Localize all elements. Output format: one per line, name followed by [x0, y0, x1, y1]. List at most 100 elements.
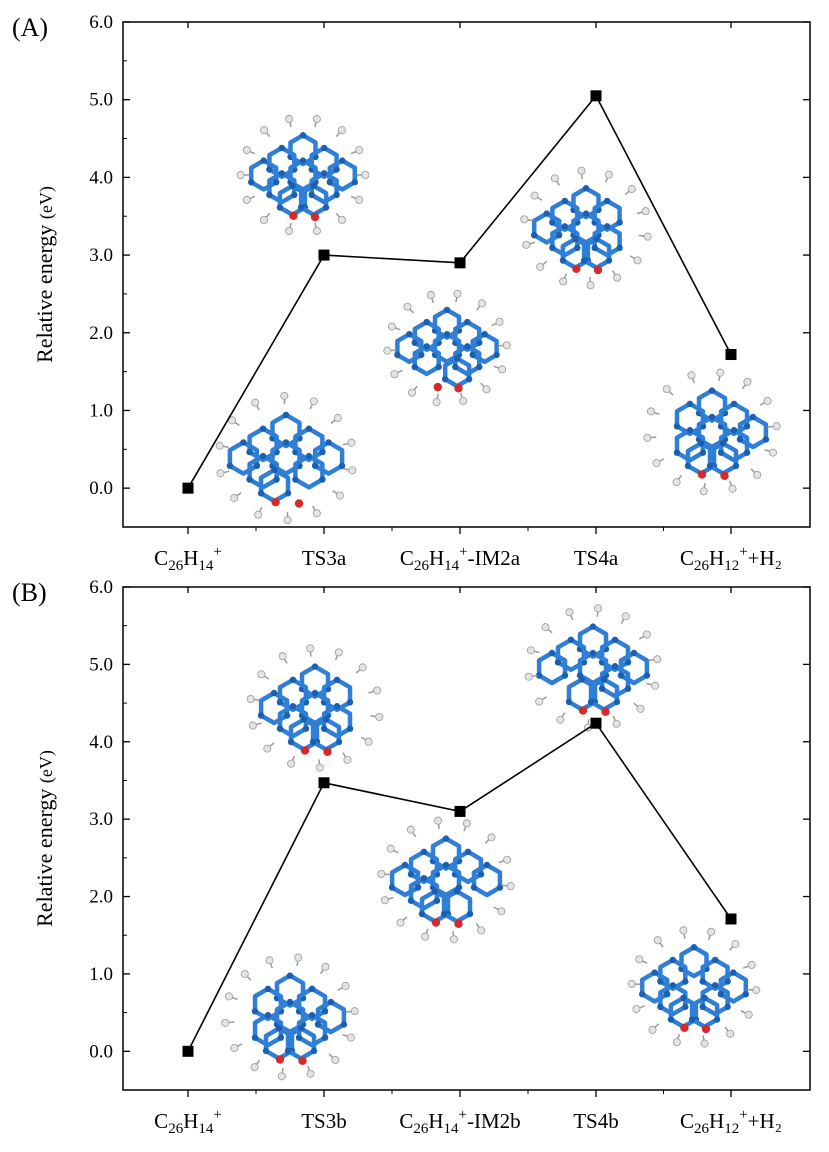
- carbon-atom: [630, 649, 638, 657]
- panel-label: (B): [12, 578, 47, 607]
- carbon-atom: [465, 375, 473, 383]
- hydrogen-atom: [242, 195, 251, 204]
- carbon-ring: [288, 133, 318, 167]
- carbon-atom: [736, 436, 744, 443]
- carbon-atom: [289, 182, 296, 190]
- hydrogen-atom: [772, 422, 781, 431]
- category-label-part: -IM2a: [468, 546, 521, 570]
- hydrogen-atom: [672, 478, 681, 487]
- carbon-atom: [248, 179, 255, 186]
- hydrogen-atom: [236, 170, 245, 179]
- carbon-atom: [442, 835, 450, 842]
- hydrogen-atom: [627, 185, 636, 194]
- carbon-atom: [335, 738, 343, 746]
- data-point: [318, 777, 330, 789]
- molecule-structure-icon: [383, 289, 511, 407]
- carbon-atom: [616, 219, 623, 226]
- hydrogen-atom: [530, 191, 539, 200]
- hydrogen-atom: [700, 1039, 709, 1048]
- carbon-ring: [470, 331, 499, 365]
- carbon-ring: [639, 970, 670, 1004]
- hydrogen-atom: [285, 226, 294, 235]
- carbon-ring: [531, 211, 562, 245]
- carbon-atom: [561, 672, 569, 679]
- molecule-structure-icon: [524, 604, 662, 732]
- carbon-atom: [321, 1034, 329, 1041]
- carbon-ring: [453, 319, 482, 352]
- carbon-atom: [591, 244, 598, 252]
- hydrogen-atom: [503, 855, 512, 864]
- carbon-ring: [718, 970, 749, 1004]
- carbon-atom: [266, 166, 273, 173]
- carbon-atom: [297, 1025, 305, 1032]
- carbon-ring: [571, 211, 601, 245]
- data-point: [318, 249, 330, 261]
- carbon-ring: [679, 945, 709, 979]
- carbon-atom: [411, 339, 418, 346]
- molecule-structure-icon: [627, 926, 761, 1048]
- carbon-atom: [616, 244, 623, 252]
- carbon-ring: [696, 388, 728, 423]
- carbon-atom: [582, 185, 590, 192]
- carbon-atom: [470, 884, 478, 891]
- carbon-ring: [277, 677, 309, 713]
- carbon-ring: [412, 344, 441, 377]
- carbon-atom: [289, 703, 297, 710]
- carbon-atom: [420, 875, 428, 882]
- hydrogen-atom: [358, 663, 367, 672]
- hydrogen-atom: [559, 277, 568, 286]
- carbon-atom: [730, 400, 738, 407]
- category-label-part: 26: [168, 558, 184, 574]
- carbon-ring: [270, 440, 302, 476]
- hydrogen-atom: [434, 816, 443, 825]
- carbon-atom: [305, 425, 313, 432]
- carbon-ring: [267, 145, 297, 179]
- oxygen-atom: [431, 918, 441, 927]
- carbon-ring: [471, 862, 503, 898]
- category-label-part: H: [429, 546, 444, 570]
- carbon-atom: [543, 210, 550, 217]
- hydrogen-atom: [257, 670, 266, 679]
- hydrogen-atom: [462, 819, 471, 828]
- hydrogen-atom: [636, 704, 645, 713]
- category-label-part: +: [459, 544, 467, 560]
- carbon-atom: [414, 884, 422, 891]
- carbon-atom: [273, 476, 280, 483]
- data-point: [454, 257, 466, 269]
- carbon-atom: [708, 413, 716, 421]
- hydrogen-atom: [334, 648, 343, 657]
- carbon-atom: [611, 663, 619, 670]
- carbon-ring: [293, 426, 325, 463]
- carbon-atom: [711, 956, 719, 964]
- y-axis-label-unit: (eV): [36, 186, 57, 219]
- hydrogen-atom: [477, 299, 486, 308]
- carbon-atom: [613, 698, 621, 706]
- carbon-ring: [252, 986, 284, 1022]
- carbon-atom: [669, 956, 677, 964]
- carbon-ring: [293, 453, 325, 490]
- hydrogen-atom: [541, 623, 550, 632]
- hydrogen-atom: [744, 1010, 753, 1019]
- carbon-atom: [443, 306, 451, 314]
- carbon-atom: [548, 649, 556, 657]
- hydrogen-atom: [752, 986, 761, 995]
- hydrogen-atom: [396, 918, 405, 927]
- data-point: [454, 805, 466, 817]
- hydrogen-atom: [520, 215, 529, 224]
- carbon-atom: [276, 725, 284, 732]
- hydrogen-atom: [482, 385, 491, 394]
- carbon-atom: [587, 698, 595, 706]
- hydrogen-atom: [312, 115, 321, 124]
- carbon-atom: [493, 351, 500, 359]
- hydrogen-atom: [728, 484, 737, 493]
- oxygen-atom: [300, 746, 310, 755]
- molecule-structure-icon: [236, 115, 370, 235]
- hydrogen-atom: [242, 146, 251, 155]
- plot-frame: [122, 21, 811, 528]
- carbon-ring: [274, 973, 306, 1008]
- hydrogen-atom: [341, 981, 350, 990]
- carbon-atom: [308, 191, 315, 199]
- carbon-atom: [724, 1003, 731, 1011]
- y-tick-label: 2.0: [89, 323, 113, 344]
